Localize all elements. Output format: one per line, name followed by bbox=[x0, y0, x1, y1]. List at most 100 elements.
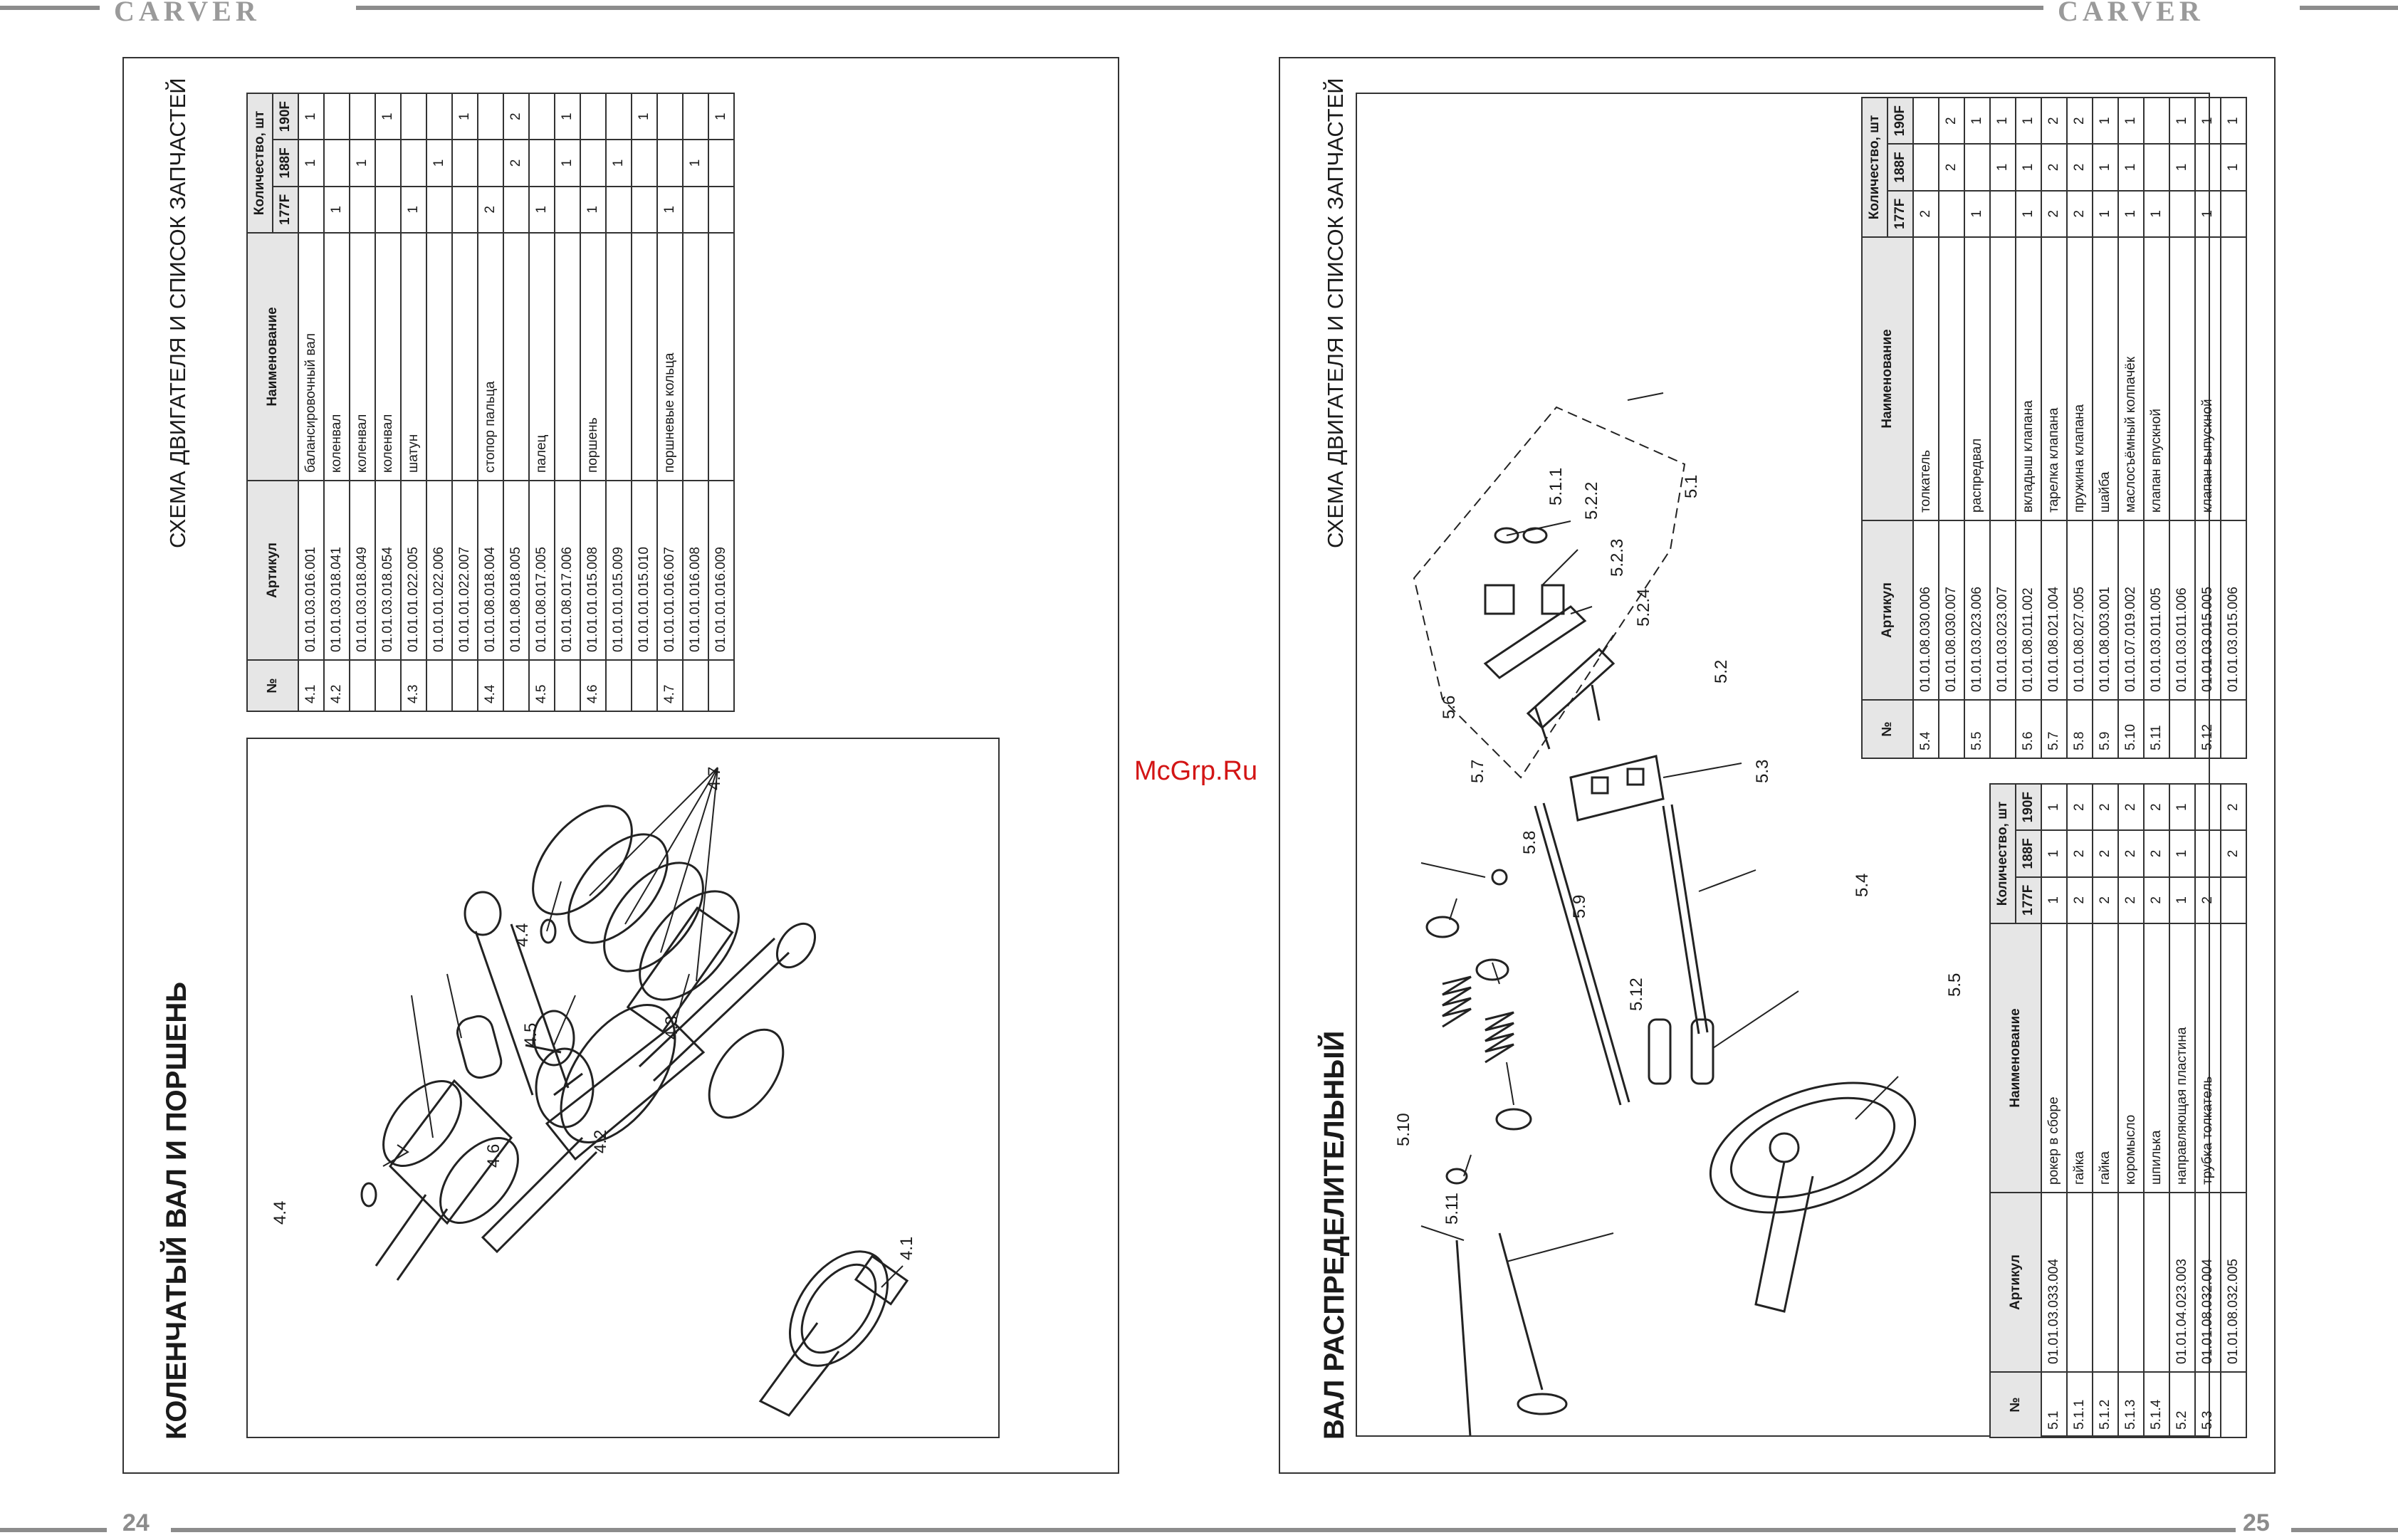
piston-drawing bbox=[382, 1079, 519, 1225]
cell-name: палец bbox=[529, 232, 555, 481]
cell-qty-190f: 1 bbox=[555, 93, 580, 140]
cell-qty-190f: 2 bbox=[2118, 784, 2144, 831]
cell-article: 01.01.03.033.004 bbox=[2041, 1193, 2067, 1372]
cell-qty-188f bbox=[375, 140, 401, 187]
cell-qty-177f: 1 bbox=[2118, 190, 2144, 237]
cell-qty-177f bbox=[350, 186, 375, 233]
cell-article: 01.01.08.027.005 bbox=[2067, 520, 2093, 700]
cell-no: 4.1 bbox=[298, 660, 324, 711]
cell-name: стопор пальца bbox=[478, 232, 503, 481]
cell-qty-190f: 1 bbox=[1990, 98, 2016, 145]
cell-qty-188f bbox=[2144, 144, 2169, 191]
cell-name: коленвал bbox=[375, 232, 401, 481]
cell-article: 01.01.03.023.006 bbox=[1964, 520, 1990, 700]
leader-5-8 bbox=[1492, 962, 1500, 985]
leader-5-12 bbox=[1506, 1232, 1614, 1262]
cell-qty-177f: 1 bbox=[2093, 190, 2118, 237]
cell-qty-177f: 2 bbox=[1913, 190, 1939, 237]
cell-qty-188f bbox=[632, 140, 657, 187]
right-page-title: ВАЛ РАСПРЕДЕЛИТЕЛЬНЫЙ bbox=[1319, 1030, 1350, 1440]
cell-article: 01.01.03.018.054 bbox=[375, 481, 401, 660]
cell-no: 5.6 bbox=[2016, 700, 2041, 758]
cell-article: 01.01.03.018.049 bbox=[350, 481, 375, 660]
watermark: McGrp.Ru bbox=[1134, 756, 1258, 786]
leader-5-6 bbox=[1420, 862, 1486, 878]
cell-qty-188f: 1 bbox=[2221, 144, 2246, 191]
callout-5-6: 5.6 bbox=[1440, 695, 1459, 719]
leader-4-4-b bbox=[546, 881, 562, 932]
callout-5-9: 5.9 bbox=[1570, 894, 1589, 918]
page-number-left: 24 bbox=[122, 1509, 150, 1536]
footer-rule-right bbox=[2291, 1528, 2398, 1532]
push-rods-drawing bbox=[1534, 802, 1709, 1106]
crankshaft-diagram-frame bbox=[246, 738, 1000, 1438]
footer-rule-mid bbox=[171, 1528, 2236, 1532]
leader-5-1-1 bbox=[1506, 520, 1571, 536]
cell-no: 5.1.1 bbox=[2067, 1372, 2093, 1437]
col-190f: 190F bbox=[273, 93, 298, 140]
cell-article: 01.01.08.021.004 bbox=[2041, 520, 2067, 700]
cell-qty-190f bbox=[529, 93, 555, 140]
cell-qty-177f: 2 bbox=[2118, 876, 2144, 923]
cell-qty-177f: 1 bbox=[2169, 876, 2195, 923]
callout-5-2-4: 5.2.4 bbox=[1634, 588, 1653, 627]
cell-no bbox=[708, 660, 734, 711]
cell-article: 01.01.01.016.007 bbox=[657, 481, 683, 660]
cell-no bbox=[426, 660, 452, 711]
cell-name bbox=[2169, 236, 2195, 520]
valves-drawing bbox=[1445, 1232, 1568, 1472]
leader-5-9 bbox=[1506, 1062, 1514, 1106]
cell-qty-177f bbox=[1939, 190, 1964, 237]
cell-qty-190f bbox=[606, 93, 632, 140]
cell-qty-190f: 1 bbox=[375, 93, 401, 140]
leader-5-11 bbox=[1420, 1225, 1465, 1241]
valve-retainers-drawing bbox=[1425, 916, 1509, 981]
cell-qty-177f: 2 bbox=[2144, 876, 2169, 923]
cell-article bbox=[2067, 1193, 2093, 1372]
cell-qty-188f: 1 bbox=[683, 140, 708, 187]
cell-name bbox=[426, 232, 452, 481]
cell-qty-177f: 2 bbox=[2093, 876, 2118, 923]
cell-article: 01.01.08.030.007 bbox=[1939, 520, 1964, 700]
camshaft-parts-table-wrap: № Артикул Наименование Количество, шт 17… bbox=[1861, 97, 2247, 759]
cell-name: клапан впускной bbox=[2144, 236, 2169, 520]
cell-no: 5.4 bbox=[1913, 700, 1939, 758]
cell-article: 01.01.01.022.005 bbox=[401, 481, 426, 660]
cell-qty-190f bbox=[350, 93, 375, 140]
cell-article: 01.01.03.015.005 bbox=[2195, 520, 2221, 700]
cell-qty-190f: 1 bbox=[632, 93, 657, 140]
cell-qty-177f bbox=[298, 186, 324, 233]
crankshaft-parts-table: № Артикул Наименование Количество, шт 17… bbox=[246, 93, 735, 712]
col-188f: 188F bbox=[2016, 830, 2041, 877]
col-177f: 177F bbox=[273, 186, 298, 233]
cell-name bbox=[1939, 236, 1964, 520]
piston-rings-drawing bbox=[532, 805, 740, 1001]
circlip-drawing-2 bbox=[540, 918, 557, 944]
cell-name bbox=[2221, 923, 2246, 1193]
cell-article: 01.01.08.018.005 bbox=[503, 481, 529, 660]
cell-qty-177f bbox=[1990, 190, 2016, 237]
cell-no: 5.7 bbox=[2041, 700, 2067, 758]
cell-qty-177f bbox=[2221, 190, 2246, 237]
leader-5-7 bbox=[1449, 898, 1457, 921]
cell-qty-177f: 2 bbox=[2041, 190, 2067, 237]
cell-no bbox=[2169, 700, 2195, 758]
guide-plate-drawing bbox=[1569, 755, 1665, 822]
cell-qty-188f bbox=[2195, 830, 2221, 877]
cell-no bbox=[1990, 700, 2016, 758]
cell-qty-190f bbox=[401, 93, 426, 140]
cell-qty-177f: 2 bbox=[2195, 876, 2221, 923]
col-190f: 190F bbox=[1887, 98, 1913, 145]
cell-qty-188f: 2 bbox=[2144, 830, 2169, 877]
callout-4-1: 4.1 bbox=[897, 1236, 916, 1260]
callout-4-5: 4.5 bbox=[521, 1022, 540, 1047]
cell-no bbox=[452, 660, 478, 711]
